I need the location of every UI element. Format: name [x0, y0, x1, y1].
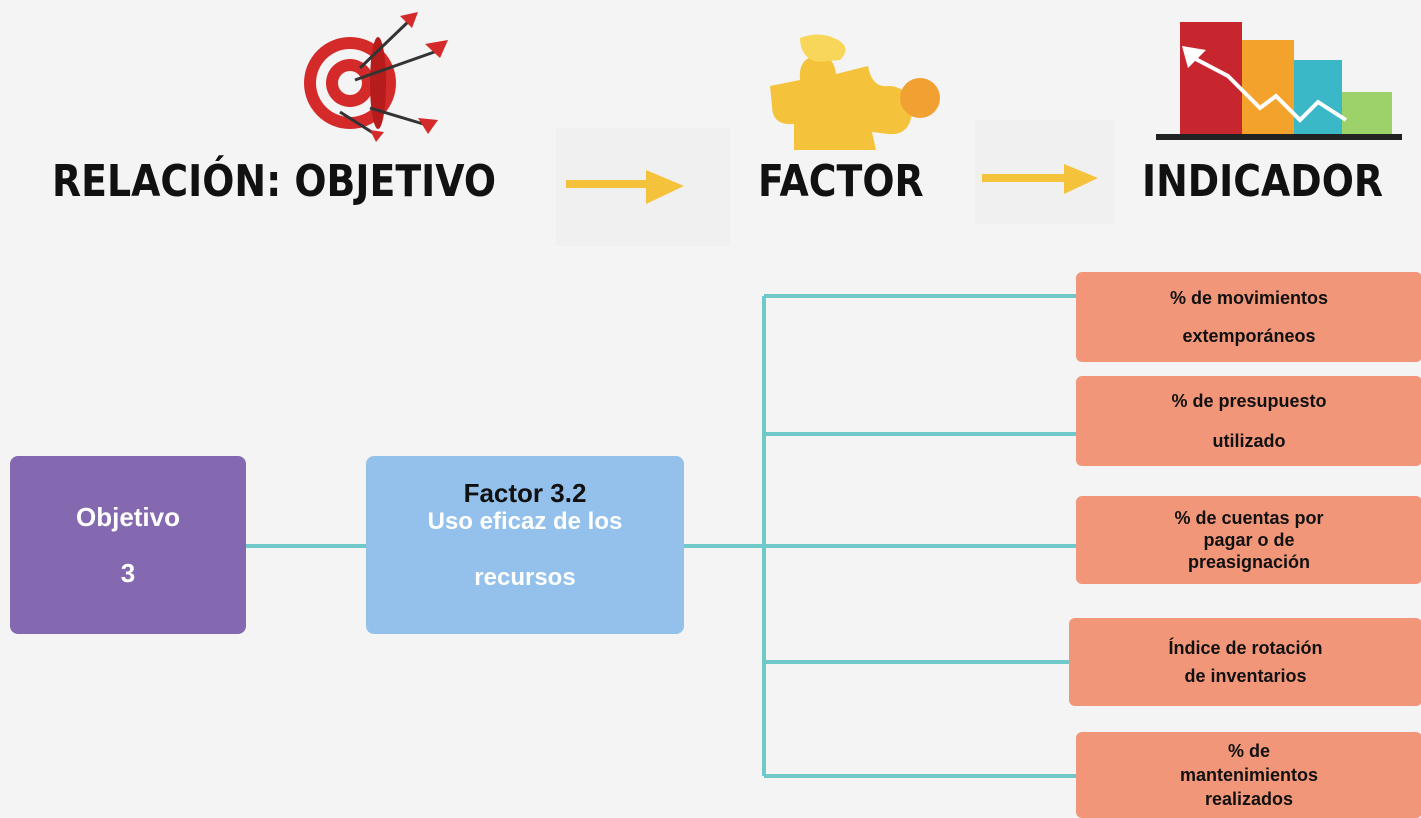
- objective-label: Objetivo: [75, 502, 180, 532]
- indicator-text: % de movimientos: [1169, 288, 1329, 308]
- indicator-text: mantenimientos: [1179, 765, 1319, 785]
- indicator-box: % de presupuesto utilizado: [1076, 376, 1421, 466]
- indicator-text: Índice de rotación: [1168, 638, 1323, 658]
- objective-number: 3: [120, 558, 136, 588]
- factor-description-line1: Uso eficaz de los: [427, 508, 623, 535]
- right-arrow-icon: [982, 164, 1098, 194]
- title-relacion-objetivo: RELACIÓN: OBJETIVO: [52, 156, 497, 207]
- bar-chart-icon: [1156, 22, 1402, 140]
- indicator-text: pagar o de: [1203, 530, 1295, 550]
- right-arrow-icon: [566, 170, 684, 204]
- puzzle-piece-icon: [770, 34, 940, 150]
- factor-title: Factor 3.2: [463, 478, 587, 508]
- indicator-text: preasignación: [1187, 552, 1311, 572]
- indicator-text: realizados: [1204, 789, 1294, 809]
- factor-box: Factor 3.2 Uso eficaz de los recursos: [366, 456, 684, 634]
- indicator-box: % de mantenimientos realizados: [1076, 732, 1421, 818]
- arrow-background: [975, 120, 1115, 224]
- indicator-box: % de cuentas por pagar o de preasignació…: [1076, 496, 1421, 584]
- indicator-text: utilizado: [1212, 431, 1286, 451]
- objective-box: Objetivo 3: [10, 456, 246, 634]
- indicator-box: % de movimientos extemporáneos: [1076, 272, 1421, 362]
- title-factor: FACTOR: [758, 156, 924, 207]
- indicator-text: % de presupuesto: [1171, 391, 1327, 411]
- indicator-box: Índice de rotación de inventarios: [1069, 618, 1421, 706]
- title-indicador: INDICADOR: [1142, 156, 1384, 207]
- indicator-text: extemporáneos: [1182, 326, 1316, 346]
- indicator-text: de inventarios: [1184, 666, 1307, 686]
- indicator-text: % de cuentas por: [1174, 508, 1324, 528]
- target-icon: [304, 12, 448, 142]
- factor-description-line2: recursos: [474, 564, 576, 591]
- indicator-text: % de: [1227, 741, 1270, 761]
